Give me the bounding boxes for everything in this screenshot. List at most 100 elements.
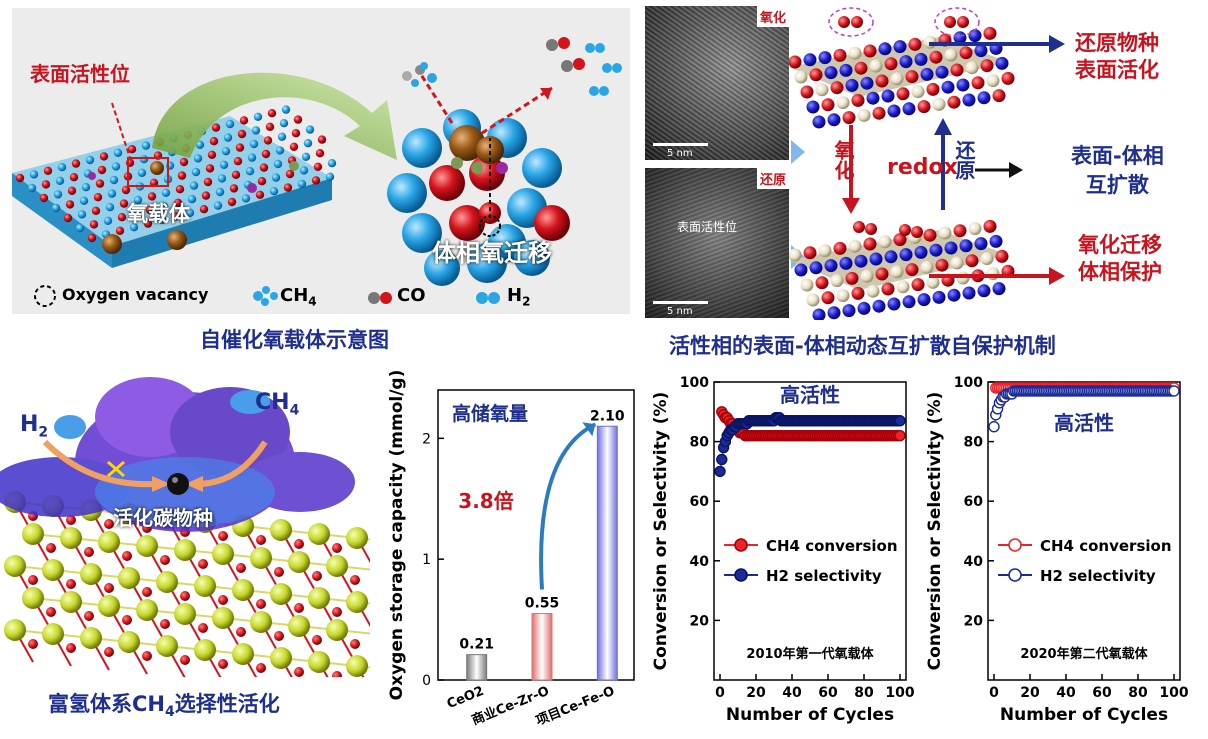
legend-label: H2 selectivity — [1040, 567, 1156, 585]
x-tick-label: 100 — [885, 685, 914, 701]
plot-frame — [713, 381, 907, 681]
ch4-arrow — [199, 440, 268, 487]
bar-1 — [531, 613, 553, 681]
co-legend-icon — [368, 292, 392, 304]
label-bulk-protection: 氧化迁移体相保护 — [1078, 233, 1162, 284]
y-tick-label: 20 — [964, 613, 984, 629]
activated-carbon-label: 活化碳物种 — [113, 506, 213, 530]
y-tick-label: 40 — [690, 554, 710, 570]
ratio-arrow — [539, 422, 597, 590]
y-tick-label: 80 — [964, 435, 984, 451]
arrow-to-mid-right — [975, 162, 1023, 178]
scale-bar — [653, 143, 708, 146]
tem-oxidized-tag: 氧化 — [756, 6, 789, 27]
y-tick-label: 40 — [964, 554, 984, 570]
data-point — [894, 429, 906, 442]
x-tick-label: 20 — [746, 685, 766, 701]
x-tick-label: 0 — [989, 685, 999, 701]
data-point — [716, 453, 728, 466]
x-tick-label: 0 — [715, 685, 725, 701]
x-tick-label: 60 — [818, 685, 838, 701]
arrow-reduce — [934, 118, 952, 210]
slab-oxidized — [789, 16, 1015, 129]
vacancy-legend-icon — [34, 285, 56, 307]
arrow-oxidize — [842, 125, 860, 214]
plot-frame — [987, 381, 1181, 681]
bulk-migration-label: 体相氧迁移 — [432, 239, 552, 267]
arrow-to-top-right — [929, 35, 1065, 53]
caption-panel-a: 自催化氧载体示意图 — [200, 328, 389, 352]
category-label: CeO2 — [445, 684, 486, 712]
panel-ch4-activation: H2 CH4 活化碳物种 — [0, 372, 396, 699]
bar-value-label: 0.21 — [459, 637, 494, 653]
label-oxidize: 氧化 — [831, 140, 855, 180]
x-axis-label: Number of Cycles — [1000, 705, 1168, 725]
label-surface-activation: 还原物种表面活化 — [1075, 31, 1159, 82]
ch4-molecule-icon — [402, 62, 437, 87]
legend-marker — [1008, 538, 1022, 552]
legend-label: CH4 conversion — [766, 537, 898, 555]
panel-redox-mechanism: 氧化 5 nm 还原 表面活性位 5 nm 氧化 redox 还原 还原物种表面… — [641, 0, 1208, 320]
y-tick-label: 60 — [964, 494, 984, 510]
x-tick-label: 60 — [1092, 685, 1112, 701]
legend-marker — [734, 568, 748, 582]
transfer-arrow — [152, 72, 397, 160]
ch4-label: CH4 — [255, 390, 300, 419]
chart-note: 2020年第二代氧载体 — [1020, 646, 1148, 662]
y-tick-label: 20 — [690, 613, 710, 629]
charge-density-cloud — [0, 377, 355, 532]
x-tick-label: 20 — [1020, 685, 1040, 701]
caption-panel-c: 富氢体系CH4选择性活化 — [48, 692, 280, 721]
chart-title: 高活性 — [780, 383, 840, 407]
h2-legend-icon — [476, 292, 500, 304]
bar-2 — [596, 425, 618, 681]
slab-reduced — [789, 219, 1015, 320]
chart-title: 高活性 — [1054, 411, 1114, 435]
data-point — [714, 465, 726, 478]
y-tick-label: 100 — [954, 375, 983, 391]
caption-panel-b: 活性相的表面-体相动态互扩散自保护机制 — [669, 334, 1056, 358]
y-tick-label: 1 — [422, 552, 431, 568]
y-tick-label: 60 — [690, 494, 710, 510]
x-tick-label: 40 — [1056, 685, 1076, 701]
h2-label: H2 — [20, 412, 49, 441]
y-tick-label: 0 — [422, 673, 431, 689]
ch4-legend-icon — [253, 286, 278, 306]
x-mark-icon — [107, 460, 125, 478]
dft-illustration — [0, 377, 396, 699]
x-tick-label: 80 — [1128, 685, 1148, 701]
y-axis-label: Conversion or Selectivity (%) — [925, 392, 945, 671]
carrier-label: 氧载体 — [127, 202, 190, 226]
x-tick-label: 40 — [782, 685, 802, 701]
legend-marker — [734, 538, 748, 552]
data-point — [1168, 385, 1180, 397]
y-axis-label: Oxygen storage capacity (mmol/g) — [387, 370, 407, 701]
panel-oxygen-carrier-schematic: 表面活性位 氧载体 体相氧迁移 Oxygen vacancy CH4 CO H2 — [12, 8, 630, 314]
x-tick-label: 80 — [854, 685, 874, 701]
data-point — [894, 415, 906, 427]
label-redox: redox — [887, 155, 958, 180]
tem-reduced-tag: 还原 — [756, 168, 789, 189]
co-molecule-icon — [546, 37, 585, 72]
label-reduce: 还原 — [952, 140, 976, 180]
tem-site-label: 表面活性位 — [677, 220, 738, 234]
chart-note: 2010年第一代氧载体 — [746, 646, 874, 662]
active-site-label: 表面活性位 — [30, 62, 130, 86]
bar-value-label: 0.55 — [525, 596, 560, 612]
y-tick-label: 100 — [680, 375, 709, 391]
scale-label-bottom: 5 nm — [667, 306, 693, 317]
scale-bar — [653, 301, 708, 304]
h2-molecule-icon — [585, 43, 622, 96]
y-axis-label: Conversion or Selectivity (%) — [651, 392, 671, 671]
chart-title: 高储氧量 — [452, 402, 528, 425]
legend-label: H2 selectivity — [766, 567, 882, 585]
bar-value-label: 2.10 — [590, 408, 625, 424]
scale-label-top: 5 nm — [667, 148, 693, 159]
x-axis-label: Number of Cycles — [726, 705, 894, 725]
legend-co-label: CO — [397, 285, 426, 306]
bar-0 — [466, 654, 488, 681]
legend-label: CH4 conversion — [1040, 537, 1172, 555]
y-tick-label: 80 — [690, 435, 710, 451]
